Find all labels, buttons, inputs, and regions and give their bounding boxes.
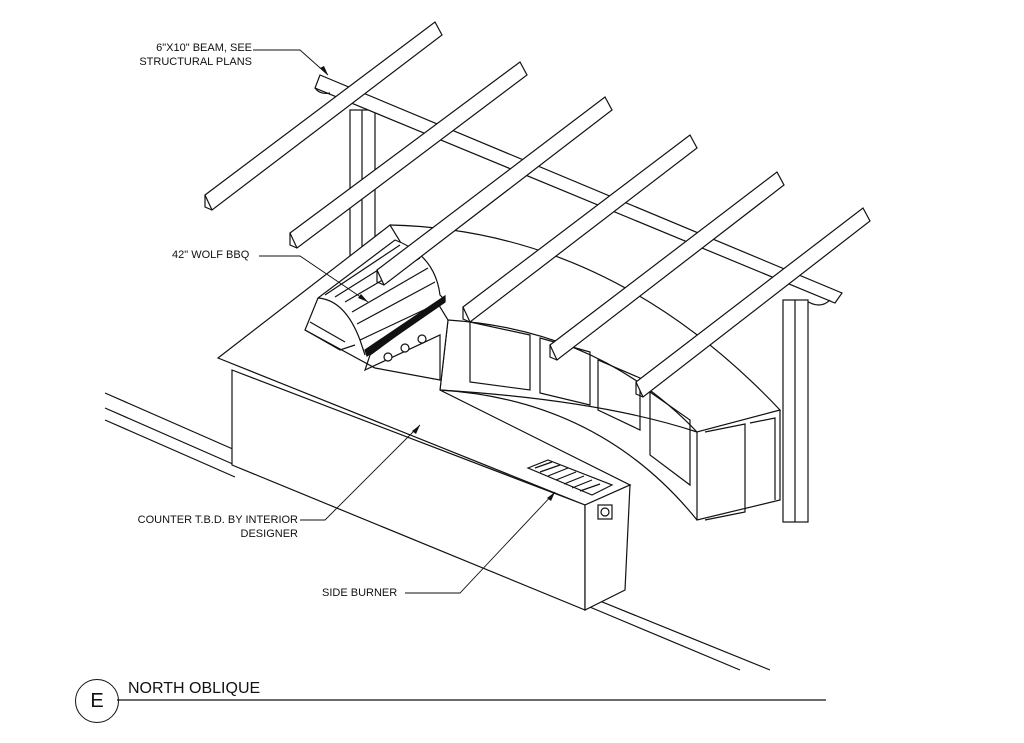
- leader-lines: [253, 49, 556, 594]
- rafters: [204, 21, 871, 398]
- right-post: [782, 299, 809, 523]
- rafter-3: [376, 96, 613, 286]
- rafter-4: [462, 134, 698, 323]
- beam-label-line2: STRUCTURAL PLANS: [139, 56, 252, 68]
- beam-label-line1: 6"X10" BEAM, SEE: [156, 42, 252, 54]
- leader-arrows: [320, 66, 555, 501]
- bbq-label: 42" WOLF BBQ: [172, 249, 250, 261]
- rafter-6: [635, 207, 871, 398]
- side-burner: [526, 459, 614, 520]
- bbq-grill: [304, 239, 446, 381]
- rafter-5: [549, 171, 785, 361]
- counter-label: COUNTER T.B.D. BY INTERIOR DESIGNER: [110, 513, 298, 541]
- view-marker: E: [75, 679, 119, 723]
- curved-counter: [389, 224, 782, 521]
- rafter-1: [204, 21, 443, 211]
- counter-label-line1: COUNTER T.B.D. BY INTERIOR: [137, 514, 298, 526]
- view-title: NORTH OBLIQUE: [128, 680, 261, 697]
- counter-label-line2: DESIGNER: [240, 528, 298, 540]
- beam-label: 6"X10" BEAM, SEE STRUCTURAL PLANS: [120, 41, 252, 69]
- rafter-2: [289, 61, 528, 249]
- side-burner-label: SIDE BURNER: [322, 587, 398, 599]
